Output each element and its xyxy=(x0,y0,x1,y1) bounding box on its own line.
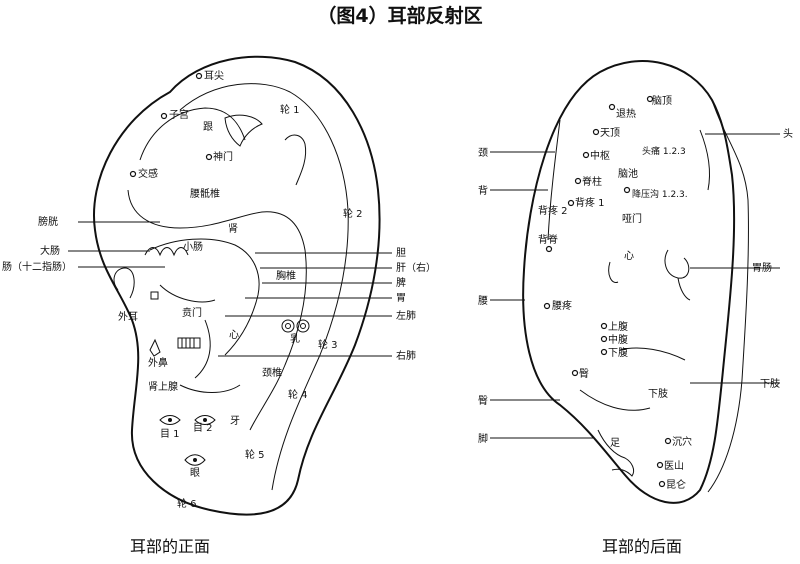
label-mu-2: 目 2 xyxy=(193,423,213,434)
label-lun-2: 轮 2 xyxy=(343,207,363,220)
label-tun-left: 臀 xyxy=(478,395,488,407)
label-xin: 心 xyxy=(229,329,239,341)
label-tou: 头 xyxy=(783,128,793,140)
label-jiao: 脚 xyxy=(478,432,488,445)
label-dan: 胆 xyxy=(396,247,406,259)
label-jing: 颈 xyxy=(478,147,488,159)
back-ear-outline xyxy=(522,60,736,504)
label-shen: 肾 xyxy=(228,223,238,235)
label-yi-shan: 医山 xyxy=(664,460,684,472)
label-zhong-shu: 中枢 xyxy=(590,149,610,162)
label-jiao-gan: 交感 xyxy=(138,167,158,180)
label-chen-xue: 沉穴 xyxy=(672,435,692,448)
label-lun-3: 轮 3 xyxy=(318,338,338,351)
label-xiao-chang: 小肠 xyxy=(183,241,203,253)
label-shen-men: 神门 xyxy=(213,150,233,163)
label-xia-zhi-right: 下肢 xyxy=(760,377,780,390)
label-ji-zhu: 脊柱 xyxy=(582,175,602,188)
label-wai-bi: 外鼻 xyxy=(148,356,168,369)
label-you-fei: 右肺 xyxy=(396,349,416,362)
label-zuo-fei: 左肺 xyxy=(396,309,416,322)
label-xiong-zhui: 胸椎 xyxy=(276,269,296,282)
label-pi: 脾 xyxy=(396,276,406,289)
eye-icon xyxy=(194,415,216,425)
label-bei-ji: 背脊 xyxy=(538,233,558,246)
figure-title: （图4）耳部反射区 xyxy=(317,4,482,27)
label-jiang-ya-gou: 降压沟 1.2.3. xyxy=(632,188,688,200)
label-xia-fu: 下腹 xyxy=(608,346,628,359)
label-pang-guang: 膀胱 xyxy=(38,215,58,228)
label-ya-men: 哑门 xyxy=(622,212,642,225)
label-shen-shang-xian: 肾上腺 xyxy=(148,380,178,393)
front-ear-outline xyxy=(93,55,381,516)
label-jing-zhui: 颈椎 xyxy=(262,366,282,379)
label-tui-re: 退热 xyxy=(616,107,636,120)
label-lun-1: 轮 1 xyxy=(280,103,300,116)
front-ear: 耳尖 轮 1 子宫 跟 神门 交感 腰骶椎 轮 2 膀胱 肾 大肠 小肠 肠（十… xyxy=(2,55,436,556)
label-lun-4: 轮 4 xyxy=(288,388,308,401)
label-xia-zhi: 下肢 xyxy=(648,387,668,400)
eye-icon xyxy=(159,415,181,425)
label-shang-fu: 上腹 xyxy=(608,320,628,333)
label-shi-er-zhi-chang: 肠（十二指肠） xyxy=(2,260,72,273)
label-zu: 足 xyxy=(610,437,620,449)
nose-icon xyxy=(149,338,161,357)
label-xin: 心 xyxy=(624,250,634,262)
label-da-chang: 大肠 xyxy=(40,244,60,257)
label-bei-teng-1: 背疼 1 xyxy=(575,196,605,209)
label-gan: 肝（右） xyxy=(396,261,436,274)
back-caption: 耳部的后面 xyxy=(602,537,682,556)
label-tou-tong: 头痛 1.2.3 xyxy=(642,145,686,157)
back-ear: 脑顶 退热 头 颈 天顶 头痛 1.2.3 中枢 脑池 背 脊柱 降压沟 1.2… xyxy=(478,60,793,556)
label-nao-ding: 脑顶 xyxy=(652,94,672,107)
label-yao-teng: 腰疼 xyxy=(552,299,572,312)
label-ya: 牙 xyxy=(230,415,240,427)
label-lun-6: 轮 6 xyxy=(177,497,197,510)
label-bei-teng-2: 背疼 2 xyxy=(538,204,568,217)
label-wai-er: 外耳 xyxy=(118,311,138,323)
label-ru: 乳 xyxy=(290,332,300,345)
label-nao-chi: 脑池 xyxy=(618,167,638,180)
eye-icon xyxy=(184,454,206,466)
label-ben-men: 贲门 xyxy=(182,306,202,319)
label-yao: 腰 xyxy=(478,295,488,307)
label-yao-di-zhui: 腰骶椎 xyxy=(190,187,220,200)
label-kun-lun: 昆仑 xyxy=(666,478,686,491)
label-tun: 臀 xyxy=(579,368,589,380)
label-wei: 胃 xyxy=(396,292,406,304)
label-er-jian: 耳尖 xyxy=(204,69,224,82)
label-yan: 眼 xyxy=(190,467,200,479)
label-zi-gong: 子宫 xyxy=(169,108,189,121)
label-mu-1: 目 1 xyxy=(160,429,180,440)
front-caption: 耳部的正面 xyxy=(130,537,210,556)
label-gen: 跟 xyxy=(203,121,213,133)
label-bei: 背 xyxy=(478,184,488,197)
label-lun-5: 轮 5 xyxy=(245,448,265,461)
label-wei-chang: 胃肠 xyxy=(752,262,772,274)
label-tian-ding: 天顶 xyxy=(600,127,620,139)
label-zhong-fu: 中腹 xyxy=(608,333,628,346)
